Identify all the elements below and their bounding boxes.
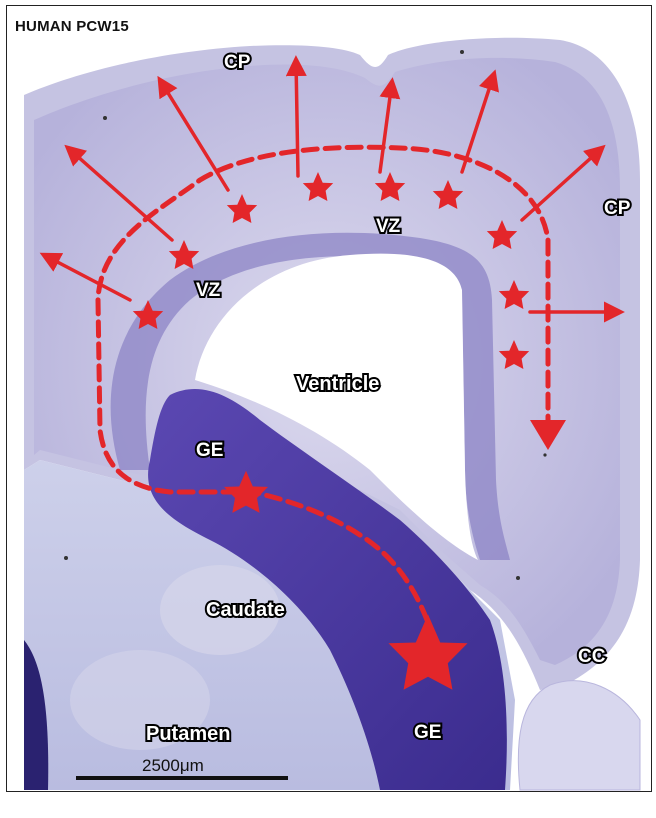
label-ventricle: Ventricle <box>296 373 379 395</box>
scale-bar-label: 2500μm <box>142 756 204 775</box>
debris-dot <box>460 50 464 54</box>
debris-dot <box>543 453 546 456</box>
arrow-icon <box>296 60 298 176</box>
corpus-callosum-bulb <box>518 681 640 790</box>
debris-dot <box>516 576 520 580</box>
label-vz-right: VZ <box>376 216 401 237</box>
label-cc: CC <box>578 646 606 667</box>
debris-dot <box>64 556 68 560</box>
label-vz-left: VZ <box>196 280 221 301</box>
label-ge-lower: GE <box>414 722 441 743</box>
label-ge-upper: GE <box>196 440 223 461</box>
scale-bar-line <box>76 776 288 780</box>
label-cp-top: CP <box>224 52 251 73</box>
debris-dot <box>103 116 107 120</box>
label-putamen: Putamen <box>146 723 230 745</box>
label-caudate: Caudate <box>206 599 285 621</box>
label-cp-right: CP <box>604 198 631 219</box>
